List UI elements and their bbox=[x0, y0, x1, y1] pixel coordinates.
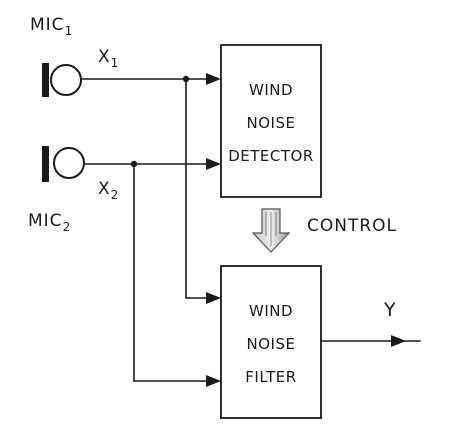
control-label: CONTROL bbox=[307, 216, 397, 236]
filter-line-2: NOISE bbox=[247, 335, 296, 353]
mic-1-icon bbox=[42, 63, 82, 97]
detector-line-3: DETECTOR bbox=[228, 147, 314, 165]
arrow-x1-to-detector bbox=[206, 73, 221, 85]
mic-2-icon bbox=[42, 146, 85, 182]
output-arrow bbox=[391, 335, 406, 347]
detector-line-1: WIND bbox=[249, 81, 293, 99]
wind-noise-detector-block: WIND NOISE DETECTOR bbox=[220, 44, 322, 198]
control-arrow-icon bbox=[251, 208, 291, 253]
output-y-label: Y bbox=[383, 299, 397, 321]
arrow-x2-to-filter bbox=[206, 375, 221, 387]
wind-noise-filter-block: WIND NOISE FILTER bbox=[220, 265, 322, 419]
detector-line-2: NOISE bbox=[247, 114, 296, 132]
signal-x2-wires bbox=[83, 160, 211, 382]
arrow-x1-to-filter bbox=[206, 292, 221, 304]
mic-2-label: MIC2 bbox=[28, 211, 71, 234]
filter-line-3: FILTER bbox=[245, 368, 296, 386]
signal-x2-label: X2 bbox=[98, 179, 119, 202]
arrow-x2-to-detector bbox=[206, 158, 221, 170]
filter-line-1: WIND bbox=[249, 302, 293, 320]
output-wire bbox=[320, 335, 421, 347]
mic-1-label: MIC1 bbox=[30, 15, 73, 38]
signal-x1-label: X1 bbox=[98, 47, 119, 70]
